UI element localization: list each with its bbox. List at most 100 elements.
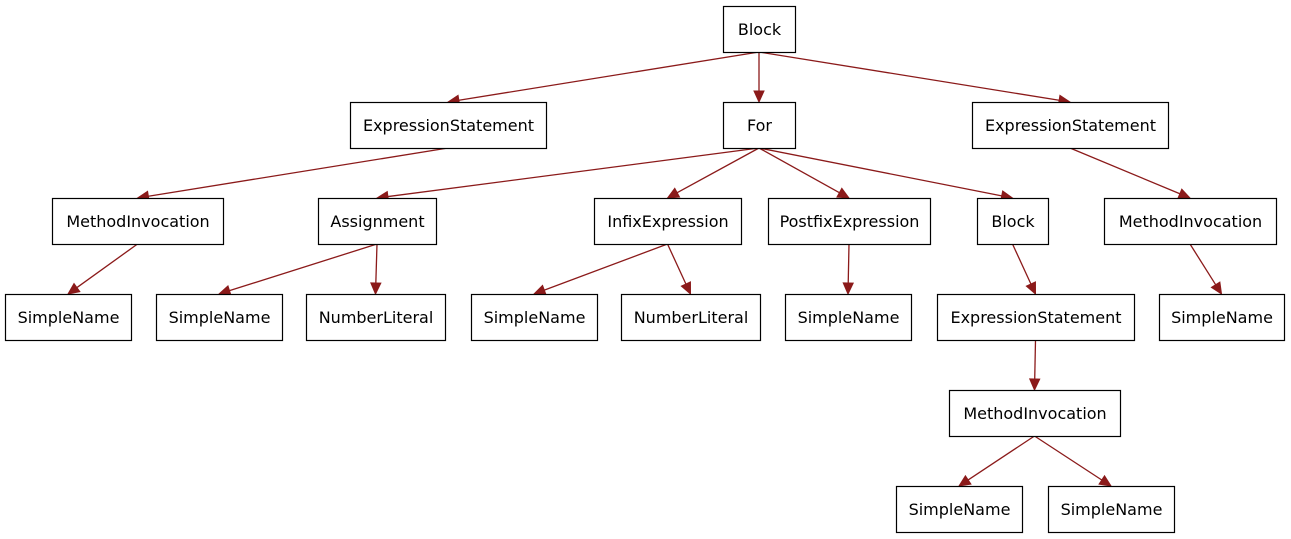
edges-layer [67, 51, 1223, 487]
edge-line [758, 147, 1002, 197]
edge-for-to-block-inner [758, 147, 1014, 202]
node-simple-name-3: SimpleName [470, 293, 599, 342]
node-method-inv-1: MethodInvocation [51, 197, 225, 246]
node-expr-stmt-3: ExpressionStatement [936, 293, 1136, 342]
node-number-literal-2: NumberLiteral [620, 293, 762, 342]
node-label: InfixExpression [607, 212, 728, 231]
edge-line [229, 243, 378, 292]
arrowhead-icon [1177, 188, 1192, 199]
arrowhead-icon [666, 187, 681, 199]
node-block-inner: Block [976, 197, 1050, 246]
edge-assignment-to-simple-name-2 [217, 243, 378, 297]
edge-method-inv-2-to-simple-name-5 [1189, 243, 1223, 296]
node-label: SimpleName [1171, 308, 1273, 327]
node-box [971, 101, 1170, 150]
node-box [722, 5, 797, 54]
node-box [317, 197, 438, 246]
edge-expr-stmt-2-to-method-inv-2 [1069, 147, 1192, 199]
node-box [155, 293, 284, 342]
node-label: ExpressionStatement [950, 308, 1121, 327]
edge-expr-stmt-3-to-method-inv-3 [1028, 339, 1041, 392]
node-number-literal-1: NumberLiteral [305, 293, 447, 342]
arrowhead-icon [1210, 281, 1223, 296]
arrowhead-icon [1098, 474, 1113, 487]
node-box [767, 197, 932, 246]
node-label: PostfixExpression [780, 212, 920, 231]
node-simple-name-7: SimpleName [1047, 485, 1176, 534]
edge-for-to-postfix-expr [758, 147, 851, 199]
arrowhead-icon [370, 282, 382, 296]
node-box [784, 293, 913, 342]
arrowhead-icon [1028, 378, 1041, 392]
node-label: SimpleName [18, 308, 120, 327]
arrowhead-icon [842, 282, 855, 296]
edge-for-to-assignment [375, 147, 760, 203]
arrowhead-icon [680, 281, 692, 296]
node-simple-name-1: SimpleName [4, 293, 133, 342]
arrowhead-icon [532, 284, 547, 296]
arrowhead-icon [753, 90, 765, 104]
edge-line [1069, 147, 1181, 195]
node-assignment: Assignment [317, 197, 438, 246]
edge-expr-stmt-1-to-method-inv-1 [136, 147, 449, 202]
arrowhead-icon [836, 187, 851, 199]
node-label: NumberLiteral [634, 308, 749, 327]
node-box [1158, 293, 1286, 342]
node-box [4, 293, 133, 342]
node-label: ExpressionStatement [985, 116, 1156, 135]
node-box [895, 485, 1024, 534]
edge-line [544, 243, 668, 291]
node-label: Block [991, 212, 1035, 231]
edge-block-inner-to-expr-stmt-3 [1011, 243, 1037, 296]
node-simple-name-5: SimpleName [1158, 293, 1286, 342]
node-infix-expr: InfixExpression [593, 197, 743, 246]
edge-line [1011, 243, 1032, 285]
node-box [1103, 197, 1278, 246]
node-box [948, 389, 1122, 438]
arrowhead-icon [1025, 281, 1037, 296]
node-label: SimpleName [1061, 500, 1163, 519]
edge-line [148, 147, 449, 197]
node-box [593, 197, 743, 246]
node-for: For [722, 101, 797, 150]
node-box [936, 293, 1136, 342]
edge-line [758, 51, 1060, 101]
edge-line [967, 435, 1035, 481]
edge-line [1034, 339, 1037, 380]
edge-line [666, 243, 687, 285]
node-box [51, 197, 225, 246]
edge-block-root-to-expr-stmt-1 [446, 51, 760, 106]
node-box [349, 101, 548, 150]
edge-method-inv-3-to-simple-name-7 [1034, 435, 1113, 487]
node-expr-stmt-1: ExpressionStatement [349, 101, 548, 150]
node-label: SimpleName [909, 500, 1011, 519]
node-postfix-expr: PostfixExpression [767, 197, 932, 246]
edge-method-inv-1-to-simple-name-1 [67, 243, 138, 295]
node-simple-name-6: SimpleName [895, 485, 1024, 534]
node-box [470, 293, 599, 342]
edge-for-to-infix-expr [666, 147, 760, 199]
edge-block-root-to-for [753, 52, 765, 104]
arrowhead-icon [957, 474, 972, 487]
edge-line [758, 147, 840, 194]
node-box [305, 293, 447, 342]
edge-method-inv-3-to-simple-name-6 [957, 435, 1035, 487]
node-label: MethodInvocation [66, 212, 209, 231]
node-label: MethodInvocation [963, 404, 1106, 423]
edge-line [676, 147, 760, 194]
node-label: Block [738, 20, 782, 39]
node-simple-name-2: SimpleName [155, 293, 284, 342]
node-label: NumberLiteral [319, 308, 434, 327]
edge-block-root-to-expr-stmt-2 [758, 51, 1072, 106]
node-expr-stmt-2: ExpressionStatement [971, 101, 1170, 150]
node-label: ExpressionStatement [363, 116, 534, 135]
node-label: SimpleName [169, 308, 271, 327]
arrowhead-icon [67, 282, 81, 295]
edge-assignment-to-number-literal-1 [370, 243, 382, 296]
node-box [1047, 485, 1176, 534]
node-method-inv-3: MethodInvocation [948, 389, 1122, 438]
node-label: Assignment [330, 212, 424, 231]
edge-line [1189, 243, 1217, 286]
